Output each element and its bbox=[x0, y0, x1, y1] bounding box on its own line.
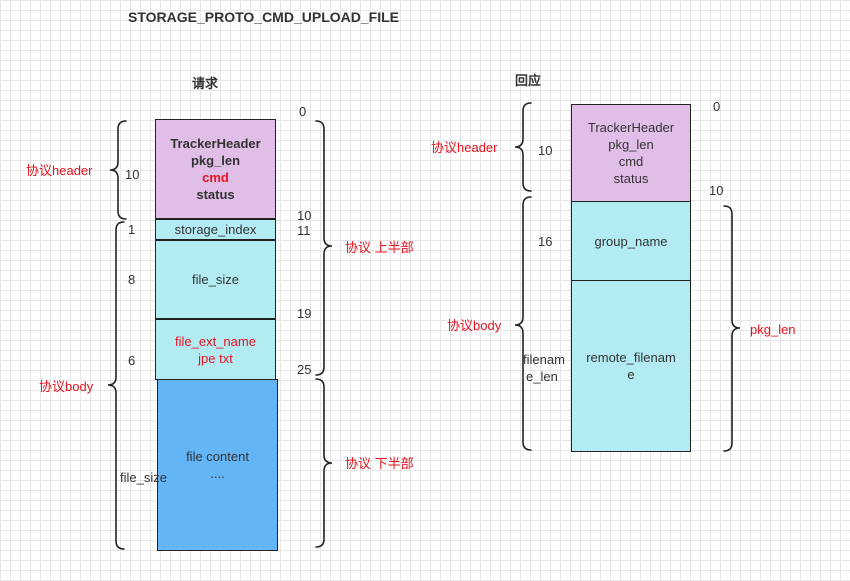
response-header-box: TrackerHeader pkg_len cmd status bbox=[571, 104, 691, 202]
file-content-size: file_size bbox=[120, 470, 167, 485]
response-header-size: 10 bbox=[538, 143, 553, 158]
request-header-size: 10 bbox=[125, 167, 140, 182]
response-offset-10: 10 bbox=[709, 183, 724, 198]
response-tracker-header-label: TrackerHeader bbox=[587, 120, 675, 135]
response-header-brace bbox=[514, 102, 532, 192]
request-heading: 请求 bbox=[192, 76, 219, 91]
storage-index-box: storage_index bbox=[155, 219, 276, 240]
response-body-label: 协议body bbox=[447, 318, 502, 333]
pkg-len-field: pkg_len bbox=[190, 153, 241, 168]
group-name-label: group_name bbox=[594, 233, 668, 249]
upper-half-brace bbox=[315, 120, 333, 376]
request-header-brace bbox=[109, 120, 127, 220]
request-offset-11: 11 bbox=[297, 223, 311, 238]
request-offset-0: 0 bbox=[299, 104, 307, 119]
remote-filename-label: remote_filenam bbox=[586, 350, 676, 365]
remote-filename-size: filenam bbox=[523, 352, 565, 367]
group-name-box: group_name bbox=[571, 201, 691, 281]
response-pkg-len-field: pkg_len bbox=[608, 137, 654, 152]
response-status-field: status bbox=[613, 171, 649, 186]
response-heading: 回应 bbox=[515, 73, 542, 88]
remote-filename-box: remote_filenam e bbox=[571, 280, 691, 452]
response-cmd-field: cmd bbox=[618, 154, 644, 169]
file-size-label: file_size bbox=[192, 272, 239, 287]
remote-filename-size-cont: e_len bbox=[526, 369, 558, 384]
diagram-title: STORAGE_PROTO_CMD_UPLOAD_FILE bbox=[128, 9, 399, 25]
request-offset-10: 10 bbox=[297, 208, 312, 223]
file-content-box: file content .... bbox=[157, 379, 278, 551]
file-ext-name-label: file_ext_name bbox=[175, 333, 256, 349]
storage-index-label: storage_index bbox=[174, 222, 257, 237]
file-content-ellipsis: .... bbox=[210, 466, 225, 481]
request-offset-25: 25 bbox=[297, 362, 312, 377]
response-header-label: 协议header bbox=[431, 140, 498, 155]
file-ext-example-label: jpe txt bbox=[198, 350, 233, 366]
tracker-header-label: TrackerHeader bbox=[170, 136, 261, 151]
request-body-brace bbox=[107, 221, 125, 550]
response-body-brace bbox=[514, 196, 532, 451]
file-size-box: file_size bbox=[155, 240, 276, 319]
request-body-label: 协议body bbox=[39, 379, 94, 394]
storage-index-size: 1 bbox=[128, 222, 136, 237]
file-ext-size: 6 bbox=[128, 353, 136, 368]
upper-half-label: 协议 上半部 bbox=[345, 240, 414, 255]
file-size-size: 8 bbox=[128, 272, 136, 287]
lower-half-brace bbox=[315, 378, 333, 548]
response-offset-0: 0 bbox=[713, 99, 721, 114]
request-header-label: 协议header bbox=[26, 163, 93, 178]
request-header-box: TrackerHeader pkg_len cmd status bbox=[155, 119, 276, 219]
remote-filename-label-cont: e bbox=[627, 367, 635, 382]
cmd-field: cmd bbox=[202, 170, 229, 185]
status-field: status bbox=[196, 187, 235, 202]
group-name-size: 16 bbox=[538, 234, 553, 249]
pkg-len-brace bbox=[723, 205, 741, 452]
response-pkg-len-label: pkg_len bbox=[750, 322, 796, 337]
lower-half-label: 协议 下半部 bbox=[345, 456, 414, 471]
file-content-label: file content bbox=[186, 449, 249, 464]
request-offset-19: 19 bbox=[297, 306, 312, 321]
